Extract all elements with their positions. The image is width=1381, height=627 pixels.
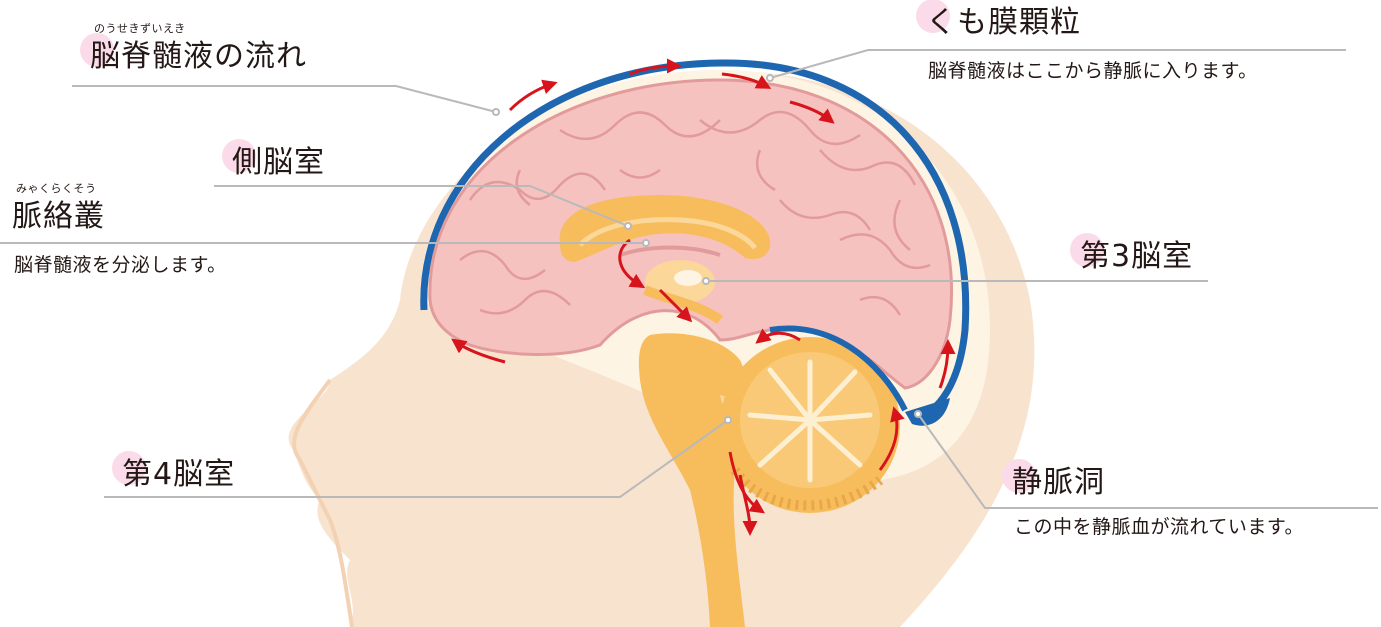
label-fourth-ventricle: 第4脳室 [122, 458, 235, 492]
third-ventricle-shape [674, 270, 702, 286]
venous-sinus-title: 静脈洞 [1012, 465, 1105, 500]
label-venous-sinus: 静脈洞 [1012, 466, 1105, 500]
label-arachnoid-granulation: くも膜顆粒 [926, 6, 1081, 40]
csf-flow-title: 脳脊髄液の流れ [90, 39, 307, 74]
csf-flow-ruby: のうせきずいえき [94, 20, 186, 36]
label-csf-flow: のうせきずいえき 脳脊髄液の流れ [90, 40, 307, 74]
choroid-plexus-ruby: みゃくらくそう [16, 180, 97, 196]
fourth-ventricle-title: 第4脳室 [122, 457, 235, 492]
label-choroid-plexus: みゃくらくそう 脈絡叢 [12, 200, 105, 234]
lateral-ventricle-title: 側脳室 [232, 145, 325, 180]
label-third-ventricle: 第3脳室 [1080, 240, 1193, 274]
arachnoid-title: くも膜顆粒 [926, 5, 1081, 40]
choroid-plexus-desc: 脳脊髄液を分泌します。 [14, 254, 227, 276]
choroid-plexus-title: 脈絡叢 [12, 199, 105, 234]
arachnoid-desc: 脳脊髄液はここから静脈に入ります。 [928, 60, 1258, 82]
venous-sinus-desc: この中を静脈血が流れています。 [1014, 516, 1304, 538]
label-lateral-ventricle: 側脳室 [232, 146, 325, 180]
third-ventricle-title: 第3脳室 [1080, 239, 1193, 274]
